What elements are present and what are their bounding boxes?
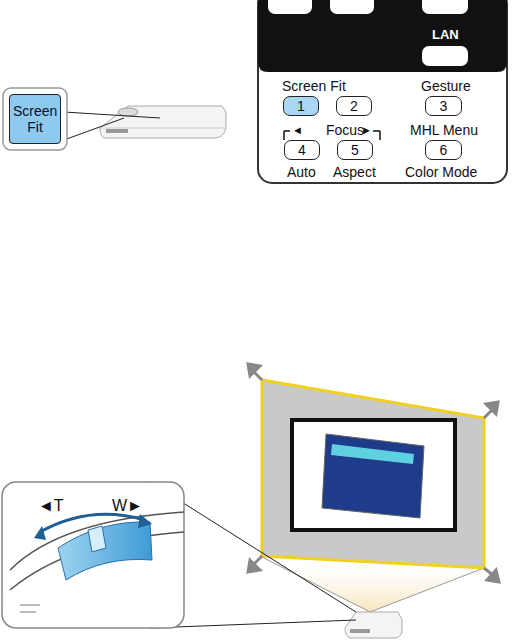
remote-button: 3: [425, 96, 462, 116]
button-text: 5: [351, 142, 359, 158]
remote-control: [258, 0, 507, 183]
remote-button: 5: [337, 140, 373, 160]
arrow-label: ►: [361, 122, 372, 138]
zoom-wide-label: W►: [112, 498, 143, 514]
function-label: Auto: [287, 164, 316, 180]
remote-button: 6: [425, 140, 462, 160]
button-text: 2: [350, 98, 358, 114]
button-label: LAN: [432, 27, 459, 43]
button-text: 4: [298, 142, 306, 158]
zoom-ring-callout: [2, 482, 356, 628]
arrow-label: ◄: [292, 122, 303, 138]
button-text: 3: [440, 98, 448, 114]
remote-button: 4: [284, 140, 320, 160]
function-label: Color Mode: [405, 164, 477, 180]
remote-button: 2: [336, 96, 372, 116]
button-text: Screen Fit: [13, 103, 57, 135]
zoom-tele-label: ◄T: [38, 498, 64, 514]
function-label: Gesture: [421, 78, 471, 94]
function-label: Focus: [326, 122, 364, 138]
function-label: MHL Menu: [410, 122, 478, 138]
remote-button: 1: [283, 96, 319, 116]
button-text: 1: [297, 98, 305, 114]
projected-screen: [248, 364, 499, 638]
function-label: Aspect: [333, 164, 376, 180]
button-text: 6: [440, 142, 448, 158]
function-label: Screen Fit: [282, 78, 346, 94]
screen-fit-button: Screen Fit: [9, 94, 61, 144]
projector: [3, 88, 226, 150]
